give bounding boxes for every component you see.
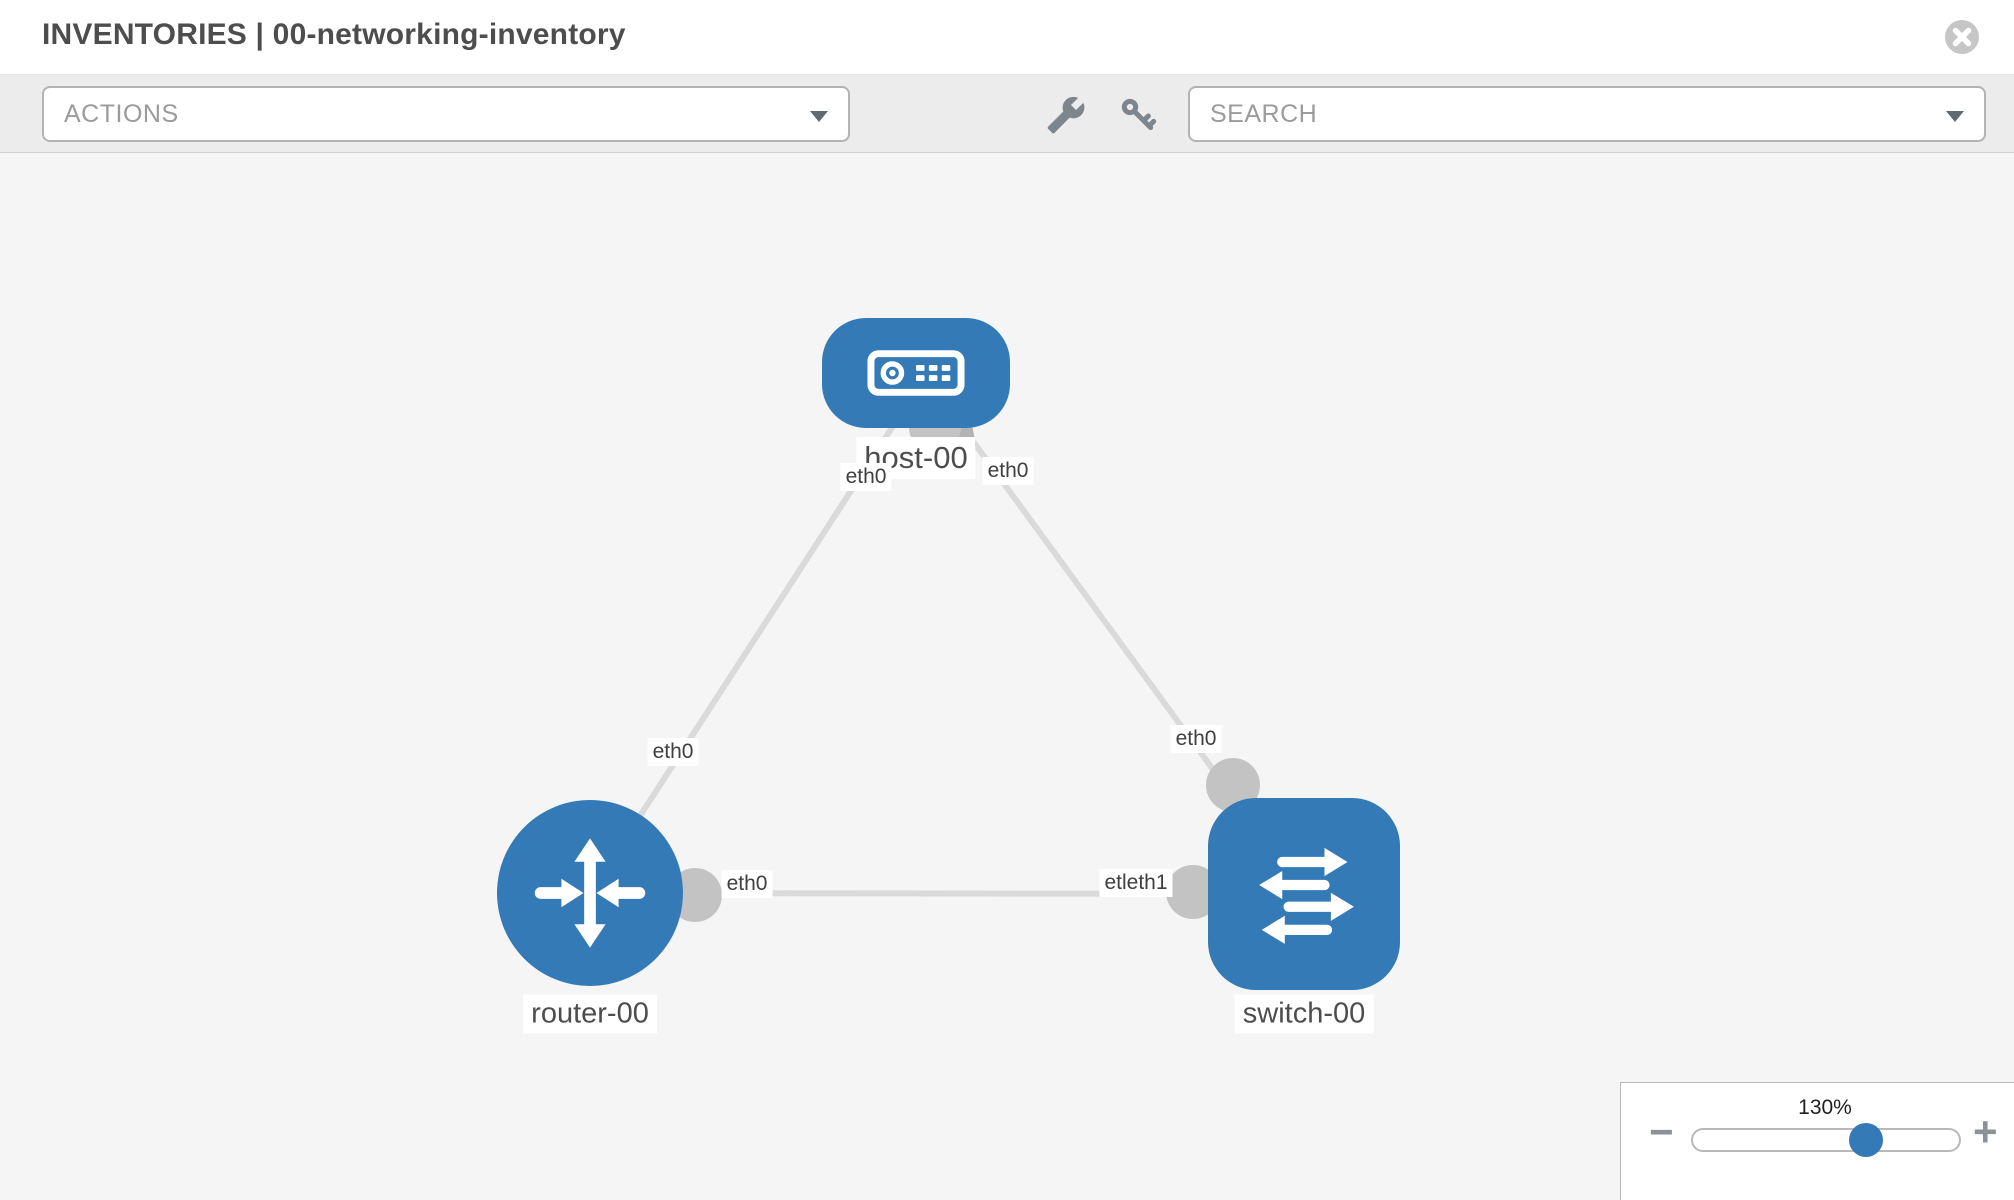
node-label-switch: switch-00 xyxy=(1234,994,1374,1034)
node-switch-00[interactable] xyxy=(1208,798,1400,990)
zoom-out-button[interactable]: − xyxy=(1649,1108,1674,1155)
interface-label: eth0 xyxy=(982,457,1034,485)
node-label-router: router-00 xyxy=(523,994,657,1034)
node-host-00[interactable] xyxy=(822,318,1010,428)
switch-icon xyxy=(1259,847,1354,944)
search-dropdown-label: SEARCH xyxy=(1210,99,1318,128)
interface-label: eth0 xyxy=(1170,725,1222,753)
zoom-in-button[interactable]: + xyxy=(1973,1108,1998,1155)
interface-dots xyxy=(668,401,1260,922)
interface-label: etleth1 xyxy=(1099,869,1173,897)
actions-dropdown[interactable]: ACTIONS xyxy=(42,86,850,142)
chevron-down-icon xyxy=(810,111,828,122)
zoom-slider-knob[interactable] xyxy=(1849,1123,1883,1157)
host-icon xyxy=(867,350,965,396)
x-circle-icon xyxy=(1945,20,1979,54)
toolbar: ACTIONS SEARCH xyxy=(0,74,2014,153)
interface-label: eth0 xyxy=(647,738,699,766)
router-icon xyxy=(534,838,646,948)
page-title: INVENTORIES | 00-networking-inventory xyxy=(42,18,626,51)
header: INVENTORIES | 00-networking-inventory xyxy=(0,0,2014,74)
interface-dot-switch-left xyxy=(1166,865,1220,919)
interface-label: eth0 xyxy=(721,870,773,898)
zoom-slider[interactable] xyxy=(1691,1123,1961,1157)
node-router-00[interactable] xyxy=(497,800,683,986)
topology-canvas[interactable]: host-00 router-00 switch-00 eth0 eth0 et… xyxy=(0,153,2014,1200)
zoom-percent: 130% xyxy=(1798,1096,1852,1119)
interface-label: eth0 xyxy=(840,463,892,491)
wrench-icon[interactable] xyxy=(1046,95,1086,135)
close-button[interactable] xyxy=(1943,18,1981,56)
topology-links xyxy=(587,401,1307,922)
chevron-down-icon xyxy=(1946,111,1964,122)
zoom-panel: 130% − + xyxy=(1620,1082,2014,1200)
actions-dropdown-label: ACTIONS xyxy=(64,99,179,128)
key-icon[interactable] xyxy=(1118,95,1158,135)
search-dropdown[interactable]: SEARCH xyxy=(1188,86,1986,142)
